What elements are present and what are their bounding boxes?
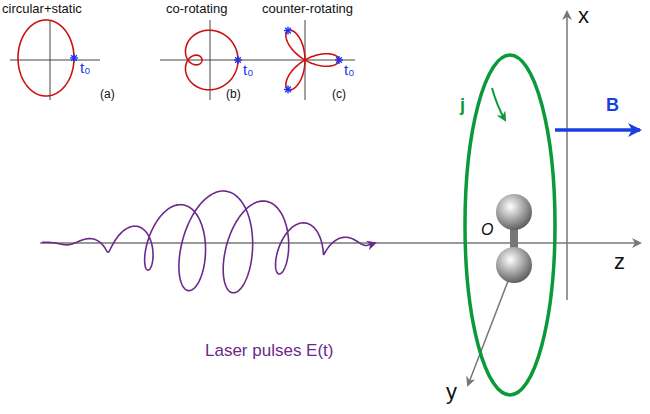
inset-title: circular+static xyxy=(2,2,82,16)
time-label: t₀ xyxy=(243,62,253,79)
polarization-curve xyxy=(18,20,74,96)
inset-title: counter-rotating xyxy=(262,2,353,16)
panel-label: (c) xyxy=(332,88,346,101)
time-marker xyxy=(285,28,291,34)
current-arrow xyxy=(492,88,505,120)
time-marker xyxy=(285,87,291,93)
panel-label: (b) xyxy=(226,88,241,101)
axis-label: x xyxy=(578,4,589,28)
axis-label: y xyxy=(446,380,457,404)
z-axis xyxy=(40,242,640,244)
origin-label: O xyxy=(481,221,493,239)
time-marker xyxy=(235,57,241,63)
polarization-curves xyxy=(18,20,339,96)
polarization-curve xyxy=(286,30,339,90)
panel-label: (a) xyxy=(100,88,115,101)
magnetic-field-arrow xyxy=(555,128,640,132)
laser-label: Laser pulses E(t) xyxy=(205,342,334,361)
time-markers xyxy=(70,27,343,94)
inset-title: co-rotating xyxy=(166,2,227,16)
time-marker xyxy=(71,55,77,61)
current-label: j xyxy=(460,96,465,116)
atom xyxy=(496,194,532,230)
polarization-curve xyxy=(185,30,238,90)
field-label: B xyxy=(606,96,619,116)
current-loop xyxy=(465,55,555,395)
time-marker xyxy=(336,57,342,63)
time-label: t₀ xyxy=(80,60,90,77)
x-axis xyxy=(566,12,568,300)
inset-axes xyxy=(10,20,355,100)
laser-pulse xyxy=(42,191,375,293)
atom xyxy=(496,247,532,283)
axis-label: z xyxy=(614,250,625,274)
time-label: t₀ xyxy=(344,62,354,79)
